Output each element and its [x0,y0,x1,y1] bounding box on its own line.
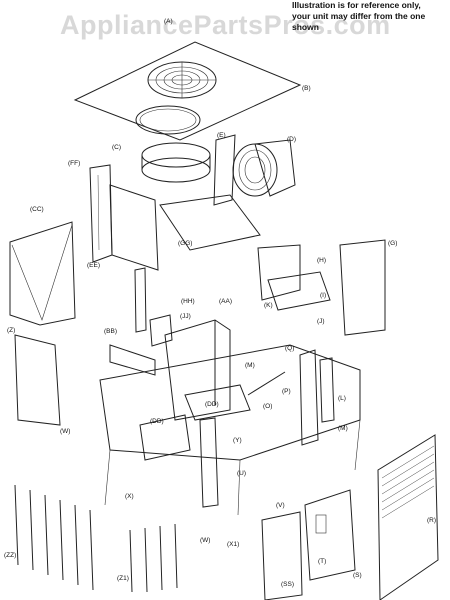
callout-k: (K) [264,302,273,309]
rail-bb [109,344,156,376]
callout-w-lower: (W) [200,537,211,544]
bracket-h [257,244,301,301]
callout-u: (U) [237,470,247,477]
callout-l: (L) [338,395,346,402]
callout-a: (A) [164,18,173,25]
disclaimer: Illustration is for reference only, your… [292,0,450,33]
callout-z1: (Z1) [117,575,129,582]
callout-ff: (FF) [68,160,81,167]
disclaimer-line-1: Illustration is for reference only, [292,0,421,10]
callout-zz: (ZZ) [4,552,17,559]
callout-ss: (SS) [281,581,294,588]
callout-r: (R) [427,517,437,524]
callout-x1: (X1) [227,541,240,548]
callout-m-lower: (M) [338,425,348,432]
divider-e [213,134,236,206]
callout-x: (X) [125,493,134,500]
side-panel-ff [89,164,113,263]
bracket-jj [149,314,173,347]
side-panel-ee [109,184,159,271]
access-panel-g [339,239,386,336]
callout-o: (O) [263,403,273,410]
callout-hh: (HH) [181,298,195,305]
panel-t-s [304,489,356,581]
column-y [199,417,219,508]
panel-z [14,334,61,426]
bar-grille-zz [14,484,94,591]
bracket-hij [267,271,331,311]
deck-gg [159,194,261,251]
callout-aa: (AA) [219,298,232,305]
rail-l [319,357,335,423]
box-dd-2 [184,384,251,421]
callout-gg: (GG) [178,240,193,247]
orifice-ring [135,105,201,135]
bar-grille-z1 [129,523,178,593]
box-dd-1 [139,414,191,461]
callout-g: (G) [388,240,398,247]
callout-i: (I) [320,292,327,299]
callout-m: (M) [245,362,255,369]
callout-z: (Z) [7,327,16,334]
panel-ss [261,511,303,600]
callout-bb: (BB) [104,328,117,335]
callout-q: (Q) [285,345,295,352]
callout-dd-1: (DD) [150,418,164,425]
callout-cc: (CC) [30,206,44,213]
callout-s: (S) [353,572,362,579]
post-hh [134,267,147,333]
grille-r-louvers [381,445,435,519]
callout-dd-2: (DD) [205,401,219,408]
callout-v: (V) [276,502,285,509]
rail-q [299,349,319,446]
callout-t: (T) [318,558,327,565]
callout-w: (W) [60,428,71,435]
callout-c: (C) [112,144,122,151]
callout-d: (D) [287,136,297,143]
callout-p: (P) [282,388,291,395]
disclaimer-line-2: your unit may differ from the one shown [292,11,426,32]
rod-m [247,371,286,396]
blower-housing [232,143,278,197]
grille-r [377,434,439,600]
top-panel [73,41,302,141]
callout-b: (B) [302,85,311,92]
tube-aa [164,319,231,421]
callout-h: (H) [317,257,327,264]
orifice-c [141,142,211,168]
callout-e: (E) [217,132,226,139]
callout-j: (J) [317,318,325,325]
watermark: AppliancePartsPros.com [60,10,391,40]
callout-y: (Y) [233,437,242,444]
callout-ee: (EE) [87,262,100,269]
callout-jj: (JJ) [180,313,191,320]
side-panel-cc [9,221,76,326]
